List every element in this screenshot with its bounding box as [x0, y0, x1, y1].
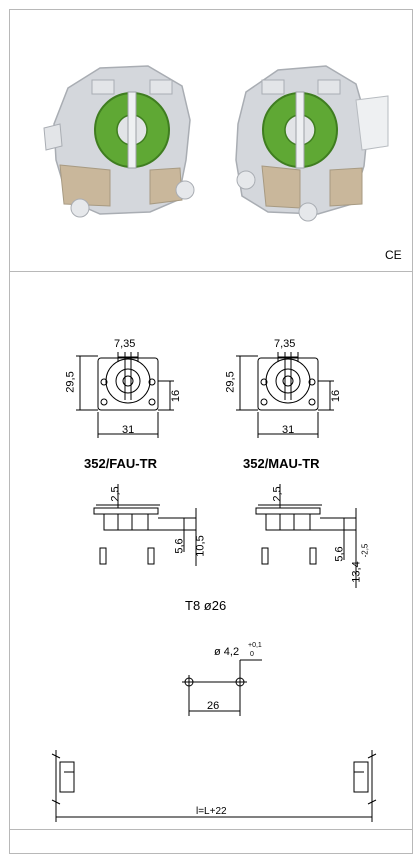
side-view-right	[255, 484, 357, 588]
product-photo-left	[43, 65, 195, 218]
mounting-hole-drawing	[182, 659, 262, 716]
dim-side-total-left: 10,5	[194, 535, 207, 557]
product-photo-area	[43, 65, 389, 222]
spec-sheet-frame	[9, 9, 413, 854]
tube-spec: T8 ø26	[185, 598, 227, 613]
dim-side-top-right: 2,5	[271, 486, 284, 502]
hole-tol-upper: +0,1	[248, 642, 262, 649]
dim-slot-left: 7,35	[114, 338, 136, 350]
dim-width-left: 31	[122, 424, 135, 436]
dim-side-pin-right: 5,6	[333, 546, 346, 562]
dim-side-total-right: 13,4	[350, 561, 363, 583]
dim-center-left: 16	[170, 389, 183, 403]
section-divider-bottom	[9, 829, 413, 830]
hole-diameter: ø 4,2	[214, 646, 240, 658]
section-divider-top	[9, 271, 413, 272]
dim-side-pin-left: 5,6	[173, 538, 186, 554]
dim-slot-right: 7,35	[274, 338, 296, 350]
front-view-left	[76, 352, 174, 438]
model-label-right: 352/MAU-TR	[243, 456, 320, 471]
side-view-left	[93, 484, 197, 566]
model-label-left: 352/FAU-TR	[84, 456, 157, 471]
hole-spacing: 26	[207, 700, 220, 712]
product-photo-right	[235, 65, 389, 222]
dim-width-right: 31	[282, 424, 295, 436]
dim-center-right: 16	[330, 389, 343, 403]
hole-tol-lower: 0	[250, 651, 254, 658]
dim-height-left: 29,5	[64, 371, 77, 393]
length-drawing	[51, 750, 377, 822]
dim-side-total-tol-right: -2,5	[360, 543, 370, 558]
front-view-right	[236, 352, 334, 438]
ce-mark: CE	[385, 248, 402, 262]
length-formula: l=L+22	[196, 806, 227, 817]
dim-height-right: 29,5	[224, 371, 237, 393]
dim-side-top-left: 2,5	[109, 486, 122, 502]
